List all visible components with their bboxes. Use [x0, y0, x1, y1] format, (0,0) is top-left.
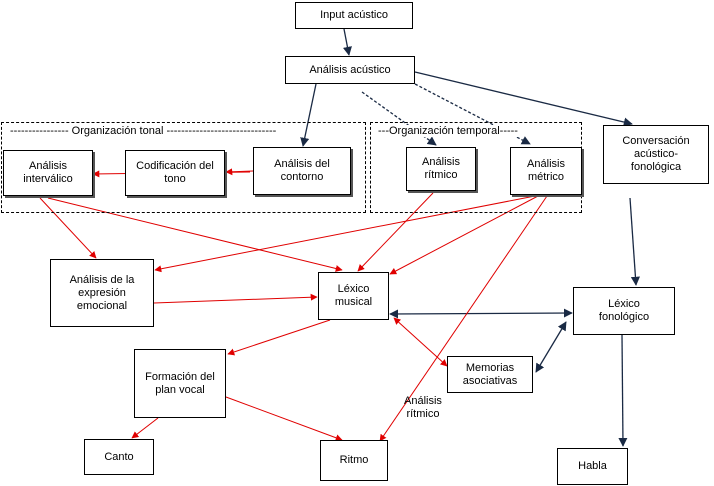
node-expresion-emocional: Análisis de la expresión emocional — [50, 259, 154, 327]
edge-intervalico-to-musical — [47, 197, 343, 272]
edge-conversacion-to-fonologico — [629, 197, 640, 286]
edge-acustico-to-contorno — [300, 83, 317, 147]
edge-label-analisis-ritmico: Análisis rítmico — [404, 395, 442, 420]
node-analisis-contorno: Análisis del contorno — [253, 147, 351, 195]
node-analisis-acustico: Análisis acústico — [285, 56, 415, 84]
edge-ritmico-to-musical — [357, 192, 434, 272]
edge-intervalico-to-expresion — [39, 197, 97, 259]
edge-acustico-to-conversacion — [414, 71, 633, 127]
node-habla: Habla — [557, 448, 628, 485]
edge-metrico-to-expresion — [154, 195, 536, 273]
node-codificacion-tono: Codificación del tono — [125, 150, 225, 196]
node-lexico-musical: Léxico musical — [318, 272, 389, 320]
group-organizacion-tonal — [1, 122, 366, 213]
node-canto: Canto — [84, 439, 154, 475]
edge-metrico-to-ritmo — [379, 195, 548, 442]
node-analisis-ritmico: Análisis rítmico — [406, 147, 476, 191]
edge-fonologico-to-habla — [618, 334, 628, 447]
edge-musical-fonologico — [389, 308, 573, 319]
node-analisis-intervalico: Análisis interválico — [3, 150, 93, 196]
edge-fonologico-memorias — [535, 321, 567, 373]
edge-musical-memorias — [393, 317, 448, 367]
edge-contorno-to-tono — [225, 168, 254, 176]
node-input-acustico: Input acústico — [295, 2, 413, 29]
edge-expresion-to-musical — [153, 293, 318, 304]
node-analisis-metrico: Análisis métrico — [510, 147, 582, 195]
group-label-tonal: ---------------- Organización tonal ----… — [10, 125, 277, 137]
node-conversacion-acustico-fonologica: Conversación acústico- fonológica — [603, 125, 709, 184]
group-label-temporal: ---Organización temporal----- — [378, 125, 518, 137]
edge-metrico-to-musical — [389, 195, 539, 275]
node-memorias-asociativas: Memorias asociativas — [447, 356, 533, 393]
edge-musical-to-planvocal — [227, 319, 331, 356]
edge-planvocal-to-canto — [131, 417, 159, 439]
edge-input-to-acustico — [342, 28, 352, 56]
node-formacion-plan-vocal: Formación del plan vocal — [134, 349, 226, 418]
edge-acustico-to-metrico — [414, 83, 531, 145]
edge-planvocal-to-ritmo — [225, 396, 343, 442]
node-ritmo: Ritmo — [320, 440, 388, 481]
node-lexico-fonologico: Léxico fonológico — [573, 287, 675, 335]
